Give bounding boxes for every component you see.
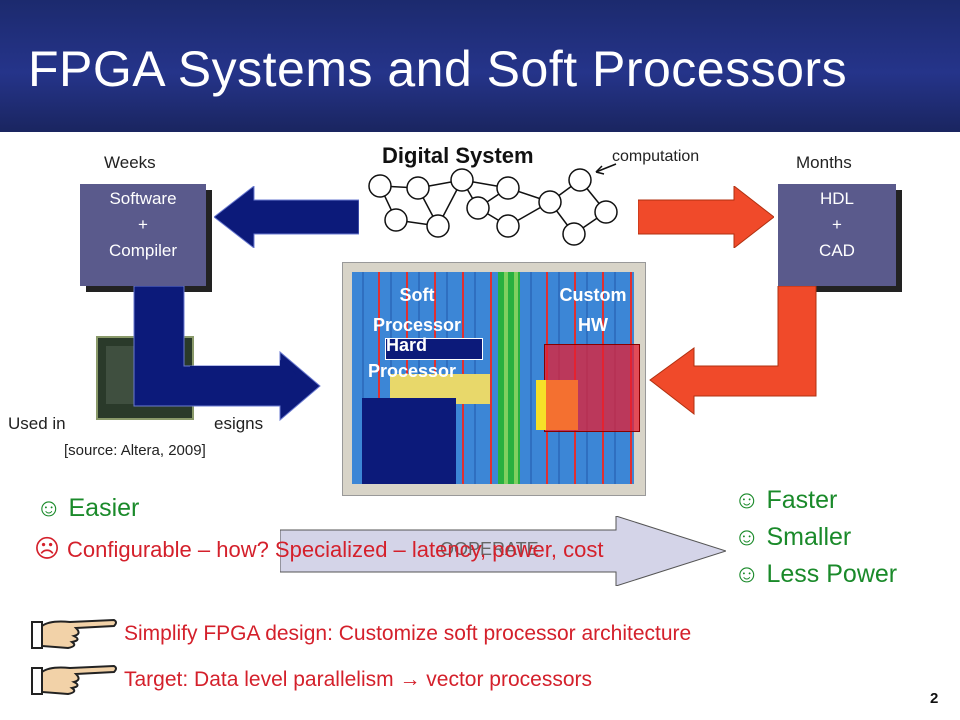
hard-label-line-1: Hard (386, 335, 428, 355)
custom-hw-label: Custom HW (548, 280, 638, 340)
overlapping-animation-text: ☹ Configurable – how? Specialized – late… (34, 534, 603, 564)
fpga-green-column (498, 272, 520, 484)
soft-label-line-2: Processor (372, 315, 462, 335)
hard-processor-label: Hard Processor (368, 332, 478, 384)
soft-processor-block (362, 398, 456, 484)
right-pros-list: ☺ Faster ☺ Smaller ☺ Less Power (734, 482, 897, 593)
overlay-text: Configurable – how? Specialized – latenc… (67, 537, 604, 562)
software-line-3: Compiler (108, 241, 178, 260)
used-in-label: Used in (8, 414, 66, 433)
software-arrow (214, 186, 359, 248)
computation-graph (368, 168, 618, 246)
easier-text: Easier (68, 494, 140, 522)
software-line-1: Software (109, 189, 177, 208)
software-compiler-box: Software + Compiler (80, 184, 206, 286)
smiley-icon: ☺ (734, 560, 767, 588)
hard-processor-block (385, 338, 483, 360)
arrow-label: OOPERATE (440, 539, 539, 559)
designs-label: esigns (214, 414, 264, 433)
slide-title: FPGA Systems and Soft Processors (28, 41, 848, 97)
software-line-2: + (138, 215, 148, 234)
software-to-fpga-arrow (133, 286, 321, 422)
source-citation: [source: Altera, 2009] (64, 442, 206, 459)
pro-less-power-text: Less Power (766, 560, 898, 588)
computation-pointer-icon (595, 163, 617, 175)
weeks-label: Weeks (104, 153, 156, 172)
pro-less-power: ☺ Less Power (734, 556, 897, 593)
hdl-to-fpga-arrow (649, 286, 817, 416)
hdl-line-3: CAD (819, 241, 855, 260)
hdl-line-1: HDL (819, 189, 854, 208)
page-number: 2 (930, 690, 939, 707)
pointing-hand-icon (31, 618, 117, 650)
custom-label-line-1: Custom (559, 285, 627, 305)
soft-processor-label: Soft Processor (372, 280, 462, 340)
progress-arrow (280, 516, 726, 586)
hard-label-line-2: Processor (368, 361, 457, 381)
hdl-arrow (638, 186, 774, 248)
bottom-bullet-1: Simplify FPGA design: Customize soft pro… (124, 622, 692, 645)
computation-label: computation (612, 148, 700, 165)
pro-smaller-text: Smaller (766, 523, 852, 551)
smiley-icon: ☺ (734, 523, 767, 551)
smiley-icon: ☺ (734, 486, 767, 514)
hdl-line-2: + (832, 215, 842, 234)
smiley-icon: ☺ (36, 494, 62, 522)
digital-system-label: Digital System (382, 143, 534, 168)
custom-hw-orange (546, 380, 578, 430)
title-banner (0, 0, 960, 132)
pro-smaller: ☺ Smaller (734, 519, 897, 556)
pro-faster: ☺ Faster (734, 482, 897, 519)
soft-label-line-1: Soft (399, 285, 435, 305)
hdl-cad-box: HDL + CAD (778, 184, 896, 286)
custom-label-line-2: HW (578, 315, 608, 335)
bottom-bullet-2: Target: Data level parallelism → vector … (124, 668, 593, 691)
frown-icon: ☹ (34, 535, 61, 563)
easier-item: ☺ Easier (36, 494, 139, 523)
pro-faster-text: Faster (766, 486, 838, 514)
months-label: Months (796, 153, 852, 172)
pointing-hand-icon (31, 664, 117, 696)
